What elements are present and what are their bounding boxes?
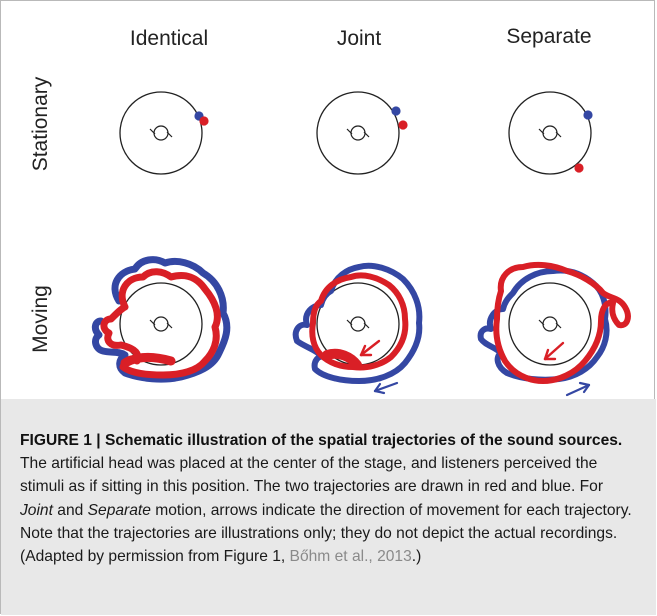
artificial-head-icon — [346, 316, 370, 332]
artificial-head-icon — [346, 125, 370, 141]
stationary-joint-panel — [316, 91, 408, 175]
artificial-head-icon — [149, 316, 173, 332]
caption-text: and — [52, 501, 88, 519]
red-direction-arrow — [543, 341, 565, 361]
row-heading-moving: Moving — [29, 285, 52, 353]
column-heading-joint: Joint — [337, 27, 382, 50]
stationary-identical-panel — [119, 91, 209, 175]
blue-source-dot — [391, 106, 401, 116]
caption-emphasis-separate: Separate — [87, 501, 151, 519]
blue-trajectory — [91, 256, 231, 383]
red-trajectory-overlap — [120, 353, 176, 368]
figure-caption-label: FIGURE 1 | Schematic illustration of the… — [20, 432, 623, 449]
blue-source-dot — [583, 110, 593, 120]
blue-direction-arrow — [565, 381, 591, 397]
row-heading-stationary: Stationary — [29, 76, 52, 171]
caption-text: The artificial head was placed at the ce… — [20, 455, 604, 496]
stage-circle — [508, 91, 592, 175]
figure-caption: FIGURE 1 | Schematic illustration of the… — [20, 429, 636, 568]
caption-emphasis-joint: Joint — [20, 501, 53, 519]
artificial-head-icon — [538, 125, 562, 141]
red-source-dot — [574, 163, 584, 173]
figure-illustration: Identical Joint Separate Stationary Movi… — [29, 25, 631, 397]
red-trajectory — [493, 261, 631, 384]
column-heading-separate: Separate — [506, 25, 591, 48]
stationary-separate-panel — [508, 91, 593, 175]
stage-circle — [119, 282, 203, 366]
moving-separate-panel — [477, 261, 631, 397]
red-trajectory — [309, 272, 409, 371]
blue-trajectory — [292, 262, 423, 384]
red-trajectory-overlap — [322, 348, 362, 370]
red-direction-arrow — [359, 339, 381, 357]
stage-circle — [119, 91, 203, 175]
artificial-head-icon — [538, 316, 562, 332]
artificial-head-icon — [149, 125, 173, 141]
red-source-dot — [199, 116, 209, 126]
blue-direction-arrow — [373, 381, 399, 395]
citation-link[interactable]: Bőhm et al., 2013 — [289, 548, 412, 566]
stage-circle — [316, 91, 400, 175]
caption-text: .) — [411, 548, 422, 566]
caption-text: motion, arrows indicate the direction of… — [20, 501, 632, 566]
stage-circle — [508, 282, 592, 366]
column-heading-identical: Identical — [130, 27, 208, 50]
moving-identical-panel — [91, 256, 231, 383]
red-source-dot — [398, 120, 408, 130]
figure-caption-box: FIGURE 1 | Schematic illustration of the… — [1, 399, 656, 615]
moving-joint-panel — [292, 262, 423, 395]
red-trajectory — [100, 268, 221, 379]
